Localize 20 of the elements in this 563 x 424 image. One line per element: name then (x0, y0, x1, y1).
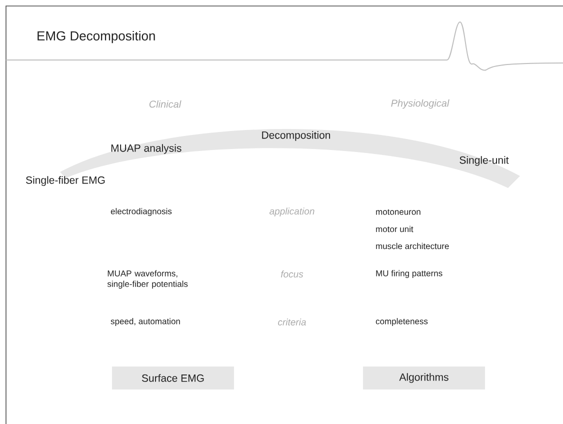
table-cell: MU firing patterns (376, 270, 442, 278)
table-cell: speed, automation (110, 318, 180, 326)
row-heading: application (270, 208, 314, 216)
band-label: Single-fiber EMG (26, 176, 105, 186)
band-label: Single-unit (460, 156, 509, 166)
title: EMG Decomposition (38, 30, 155, 44)
table-cell: completeness (376, 318, 428, 326)
band-label: MUAP analysis (111, 144, 182, 154)
table-cell: MUAP waveforms, single-fiber potentials (107, 270, 188, 289)
column-heading: Clinical (149, 100, 182, 108)
category-box: Surface EMG (112, 366, 234, 390)
column-heading: Physiological (391, 99, 450, 109)
category-box: Algorithms (363, 366, 485, 390)
table-cell: electrodiagnosis (110, 208, 172, 216)
band-label: Decomposition (262, 131, 330, 141)
table-cell: muscle architecture (376, 242, 449, 250)
row-heading: focus (280, 270, 304, 278)
row-heading: criteria (278, 318, 306, 326)
table-cell: motoneuron (376, 209, 420, 215)
table-cell: motor unit (376, 226, 414, 232)
